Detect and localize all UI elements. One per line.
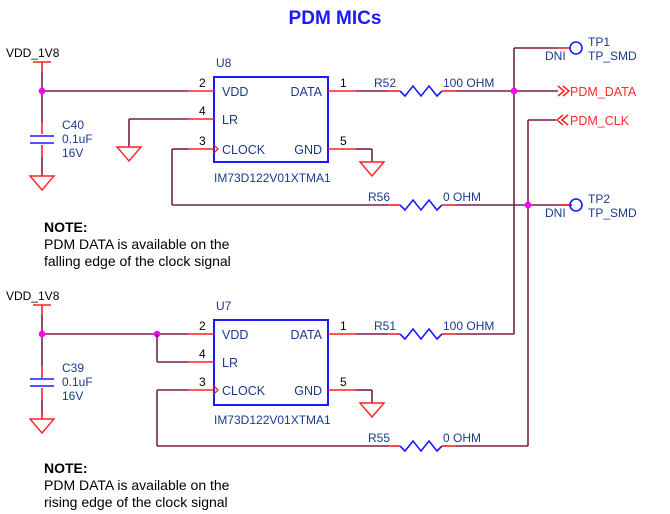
resistor-ref: R51 bbox=[374, 319, 396, 333]
resistor-ref: R52 bbox=[374, 76, 396, 90]
pin-number: 2 bbox=[199, 319, 206, 333]
pin-number: 1 bbox=[340, 76, 347, 90]
ground-icon bbox=[115, 146, 143, 163]
junction-dot bbox=[38, 87, 46, 95]
ic-ref: U7 bbox=[216, 299, 232, 313]
resistor-ref: R55 bbox=[368, 431, 390, 445]
test-point-icon bbox=[569, 41, 583, 55]
junction-dot bbox=[524, 201, 532, 209]
test-point-footprint: TP_SMD bbox=[588, 49, 637, 63]
pin-name: LR bbox=[222, 113, 238, 127]
port-pdm-clk: PDM_CLK bbox=[570, 114, 630, 128]
pin-name: VDD bbox=[222, 328, 248, 342]
pin-name: GND bbox=[294, 384, 322, 398]
resistor-icon bbox=[399, 327, 443, 341]
mic-ic-u7 bbox=[213, 319, 329, 406]
ground-icon bbox=[358, 161, 386, 178]
output-bus: TP1 TP_SMD DNI PDM_DATA PDM_CLK TP2 TP_S… bbox=[510, 35, 637, 446]
mic-u8-section: VDD_1V8 C40 0.1uF 16V U8 2 4 3 1 bbox=[6, 46, 572, 269]
resistor-value: 0 OHM bbox=[443, 190, 481, 204]
cap-voltage: 16V bbox=[62, 389, 83, 403]
pin-name: CLOCK bbox=[222, 384, 266, 398]
pin-number: 2 bbox=[199, 76, 206, 90]
ic-ref: U8 bbox=[216, 56, 232, 70]
note-heading: NOTE: bbox=[44, 219, 88, 235]
cap-voltage: 16V bbox=[62, 146, 83, 160]
test-point-ref: TP2 bbox=[588, 192, 610, 206]
note-text: rising edge of the clock signal bbox=[44, 494, 228, 510]
note-text: falling edge of the clock signal bbox=[44, 253, 231, 269]
pin-number: 3 bbox=[199, 134, 206, 148]
note-heading: NOTE: bbox=[44, 460, 88, 476]
junction-dot bbox=[510, 87, 518, 95]
test-point-ref: TP1 bbox=[588, 35, 610, 49]
pin-name: GND bbox=[294, 143, 322, 157]
dni-flag: DNI bbox=[545, 206, 566, 220]
test-point-footprint: TP_SMD bbox=[588, 206, 637, 220]
ground-icon bbox=[358, 402, 386, 419]
test-point-icon bbox=[569, 198, 583, 212]
power-net-label: VDD_1V8 bbox=[6, 46, 60, 60]
resistor-icon bbox=[399, 84, 443, 98]
pin-number: 5 bbox=[340, 134, 347, 148]
resistor-value: 100 OHM bbox=[443, 319, 494, 333]
pin-number: 1 bbox=[340, 319, 347, 333]
mic-u7-section: VDD_1V8 C39 0.1uF 16V U7 2 4 3 1 5 bbox=[6, 289, 528, 510]
clock-input-icon bbox=[213, 144, 219, 154]
cap-ref: C40 bbox=[62, 118, 84, 132]
pin-number: 4 bbox=[199, 347, 206, 361]
resistor-value: 100 OHM bbox=[443, 76, 494, 90]
resistor-icon bbox=[399, 439, 443, 453]
note-text: PDM DATA is available on the bbox=[44, 236, 230, 252]
page-title: PDM MICs bbox=[289, 8, 382, 29]
ic-part-number: IM73D122V01XTMA1 bbox=[214, 413, 331, 427]
ground-icon bbox=[28, 175, 56, 192]
clock-input-icon bbox=[213, 385, 219, 395]
pin-name: LR bbox=[222, 356, 238, 370]
power-net-label: VDD_1V8 bbox=[6, 289, 60, 303]
mic-ic-u8 bbox=[213, 76, 329, 163]
pin-name: DATA bbox=[291, 328, 323, 342]
input-port-icon bbox=[555, 114, 569, 126]
pin-number: 3 bbox=[199, 375, 206, 389]
resistor-icon bbox=[399, 198, 443, 212]
dni-flag: DNI bbox=[545, 49, 566, 63]
pin-number: 5 bbox=[340, 375, 347, 389]
resistor-value: 0 OHM bbox=[443, 431, 481, 445]
cap-ref: C39 bbox=[62, 361, 84, 375]
pin-name: VDD bbox=[222, 85, 248, 99]
pin-name: DATA bbox=[291, 85, 323, 99]
note-text: PDM DATA is available on the bbox=[44, 477, 230, 493]
ic-part-number: IM73D122V01XTMA1 bbox=[214, 171, 331, 185]
output-port-icon bbox=[557, 85, 571, 97]
pin-number: 4 bbox=[199, 104, 206, 118]
ground-icon bbox=[28, 418, 56, 435]
cap-value: 0.1uF bbox=[62, 132, 93, 146]
port-pdm-data: PDM_DATA bbox=[570, 85, 637, 99]
cap-value: 0.1uF bbox=[62, 375, 93, 389]
junction-dot bbox=[38, 330, 46, 338]
pin-name: CLOCK bbox=[222, 143, 266, 157]
resistor-ref: R56 bbox=[368, 190, 390, 204]
